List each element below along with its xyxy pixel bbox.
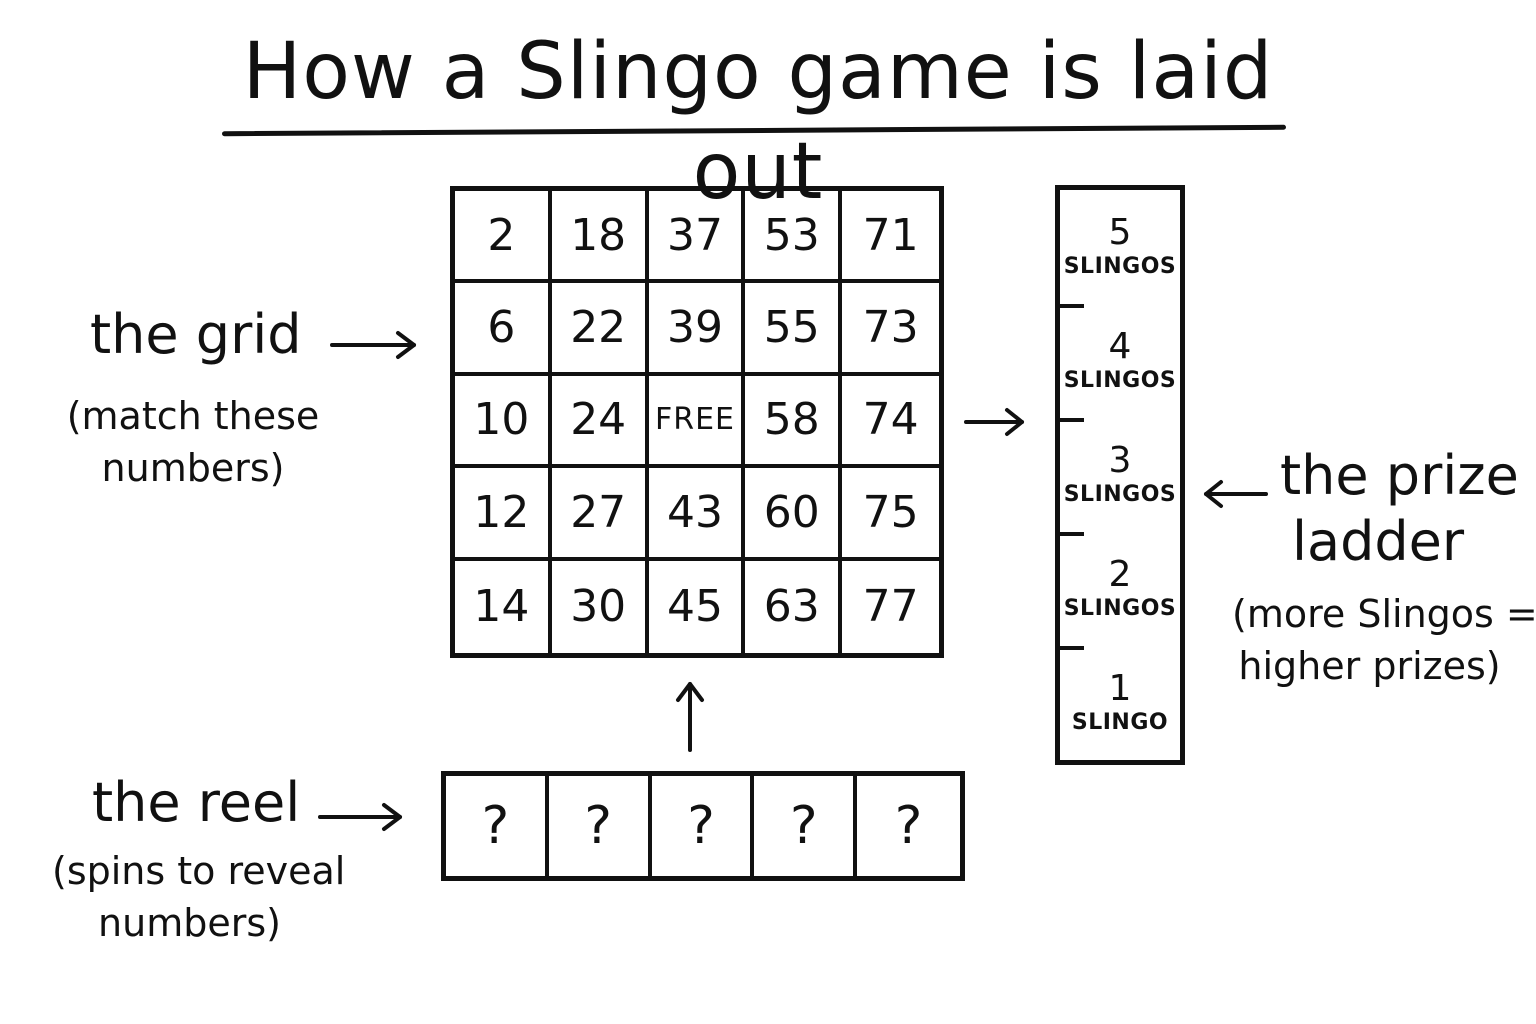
reel-note-line2: numbers) bbox=[98, 901, 281, 945]
grid-cell: 60 bbox=[745, 468, 843, 561]
arrow-up-icon bbox=[676, 682, 704, 752]
grid-cell: 22 bbox=[551, 283, 649, 376]
ladder-tick bbox=[1058, 304, 1084, 308]
grid-note: (match these numbers) bbox=[62, 390, 324, 494]
rung-count: 1 bbox=[1108, 668, 1132, 709]
rung-word: SLINGOS bbox=[1063, 254, 1177, 279]
grid-cell: 45 bbox=[649, 560, 746, 653]
rung-word: SLINGOS bbox=[1063, 482, 1177, 507]
grid-cell: 2 bbox=[455, 191, 552, 284]
rung-word: SLINGOS bbox=[1063, 368, 1177, 393]
grid-cell: 77 bbox=[862, 581, 919, 633]
rung-count: 5 bbox=[1108, 212, 1132, 253]
grid-cell: 27 bbox=[551, 468, 649, 561]
rung-word: SLINGOS bbox=[1063, 596, 1177, 621]
grid-cell: 12 bbox=[455, 468, 552, 561]
rung-word: SLINGO bbox=[1071, 710, 1169, 735]
grid-cell: 73 bbox=[842, 283, 939, 376]
grid-cell: 53 bbox=[745, 191, 843, 284]
grid-cell: 43 bbox=[648, 468, 746, 561]
grid-cell: 71 bbox=[842, 191, 939, 284]
reel-note: (spins to reveal numbers) bbox=[52, 845, 346, 949]
grid-cell: 10 bbox=[455, 375, 552, 469]
ladder-label-line2: ladder bbox=[1292, 510, 1465, 573]
grid-cell: 14 bbox=[455, 560, 552, 653]
reel-cell[interactable]: ? bbox=[652, 776, 755, 876]
arrow-left-icon bbox=[1204, 480, 1268, 508]
rung-count: 3 bbox=[1108, 440, 1132, 481]
grid-cell: 39 bbox=[648, 283, 746, 376]
grid-cell: 63 bbox=[745, 560, 843, 653]
grid-label: the grid bbox=[90, 303, 302, 366]
ladder-note-line2: higher prizes) bbox=[1238, 644, 1501, 688]
grid-cell: 74 bbox=[842, 376, 939, 469]
ladder-tick bbox=[1058, 646, 1084, 650]
arrow-right-icon bbox=[964, 408, 1024, 436]
ladder-note-line1: (more Slingos = bbox=[1232, 592, 1536, 636]
grid-cell: 75 bbox=[842, 468, 939, 561]
rung-count: 4 bbox=[1108, 326, 1132, 367]
grid-cell: 30 bbox=[552, 560, 649, 653]
reel-note-line1: (spins to reveal bbox=[52, 849, 346, 893]
reel: ????? bbox=[441, 771, 965, 881]
ladder-tick bbox=[1058, 418, 1084, 422]
reel-cell[interactable]: ? bbox=[754, 776, 858, 876]
arrow-right-icon bbox=[330, 331, 416, 359]
reel-cell[interactable]: ? bbox=[549, 776, 652, 876]
grid-cell: 37 bbox=[648, 191, 746, 284]
ladder-label-line1: the prize bbox=[1280, 444, 1519, 507]
grid-cell: 58 bbox=[745, 375, 843, 469]
grid-note-line2: numbers) bbox=[101, 446, 285, 490]
ladder-tick bbox=[1058, 532, 1084, 536]
rung-count: 2 bbox=[1108, 554, 1132, 595]
grid-cell: 6 bbox=[455, 283, 552, 376]
reel-label: the reel bbox=[92, 771, 301, 834]
grid-note-line1: (match these bbox=[66, 394, 320, 438]
diagram-title: How a Slingo game is laid out bbox=[242, 27, 1274, 217]
grid-cell: 24 bbox=[551, 375, 649, 469]
grid-cell: 18 bbox=[551, 191, 649, 284]
grid-cell: 55 bbox=[745, 283, 843, 376]
ladder-note: (more Slingos = higher prizes) bbox=[1232, 588, 1536, 692]
reel-cell[interactable]: ? bbox=[894, 796, 923, 856]
arrow-right-icon bbox=[318, 803, 402, 831]
grid-cell-free: FREE bbox=[648, 375, 746, 469]
reel-cell[interactable]: ? bbox=[446, 776, 549, 876]
